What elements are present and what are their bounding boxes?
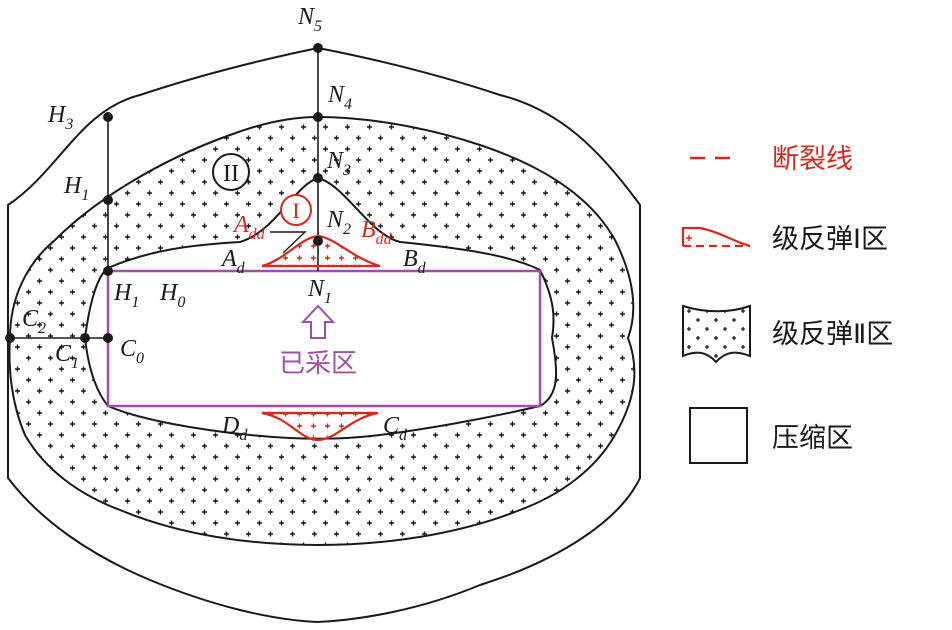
label-dd: Dd xyxy=(221,413,248,444)
label-cd: Cd xyxy=(383,413,408,444)
legend-rebound-zone-1-label: 级反弹Ⅰ区 xyxy=(772,224,888,255)
zone-1-marker: I xyxy=(292,198,299,223)
label-h3: H3 xyxy=(47,102,73,133)
label-n5: N5 xyxy=(297,4,322,35)
label-n4: N4 xyxy=(327,82,352,113)
label-ad: Ad xyxy=(220,246,246,277)
dot-n5 xyxy=(313,43,323,53)
dot-c1 xyxy=(80,333,90,343)
legend-rebound-zone-2-label: 级反弹Ⅱ区 xyxy=(772,319,893,350)
dot-n2 xyxy=(313,236,323,246)
label-h1-lower: H1 xyxy=(113,280,139,311)
label-add: Add xyxy=(232,212,266,243)
rebound-zone-1-bottom xyxy=(261,411,379,442)
label-n1: N1 xyxy=(307,276,332,307)
legend-compression-zone-icon xyxy=(689,407,748,464)
label-bd: Bd xyxy=(403,246,427,277)
dot-c2 xyxy=(5,333,15,343)
legend-rebound-zone-1-icon-fill xyxy=(686,235,692,241)
label-h1-upper: H1 xyxy=(63,173,89,204)
dot-h3 xyxy=(103,112,113,122)
leader-add xyxy=(270,231,307,254)
dot-n4 xyxy=(313,112,323,122)
advance-arrow-icon xyxy=(300,304,336,339)
zone-1-marker-circle xyxy=(280,194,312,226)
zone-2-marker-circle xyxy=(212,153,250,191)
label-c1: C1 xyxy=(55,341,79,372)
dot-c0 xyxy=(103,333,113,343)
label-h0: H0 xyxy=(159,280,185,311)
dot-h1-lower xyxy=(103,266,113,276)
legend-fracture-line-label: 断裂线 xyxy=(772,144,853,175)
dot-n3 xyxy=(313,173,323,183)
dot-h1-upper xyxy=(103,195,113,205)
legend-rebound-zone-2-icon xyxy=(682,304,751,364)
zone-2-marker: II xyxy=(223,161,239,187)
label-n2: N2 xyxy=(326,207,351,238)
label-c2: C2 xyxy=(22,306,46,337)
legend-rebound-zone-1-icon xyxy=(681,226,751,248)
label-n3: N3 xyxy=(326,148,351,179)
label-bdd: Bdd xyxy=(361,217,393,248)
point-dots xyxy=(5,43,323,343)
legend: 断裂线 级反弹Ⅰ区 级反弹Ⅱ区 压缩区 xyxy=(681,144,893,464)
legend-compression-zone-label: 压缩区 xyxy=(772,423,853,454)
label-c0: C0 xyxy=(120,336,144,367)
mined-area-label: 已采区 xyxy=(279,349,357,379)
